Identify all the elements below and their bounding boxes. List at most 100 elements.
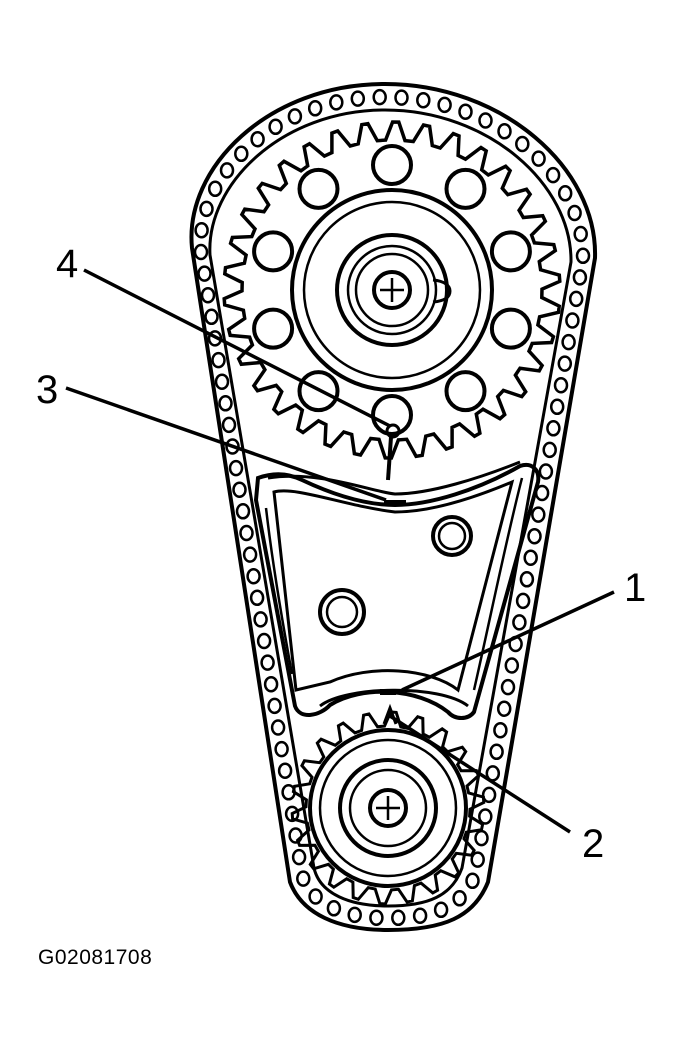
chain-link-pin [519,571,535,588]
chain-link-pin [218,395,233,412]
callout-label-3: 3 [36,368,59,412]
chain-link-pin [412,907,428,924]
callout-label-4: 4 [56,242,79,286]
camshaft-sprocket-holes [252,144,532,436]
leader-line-4 [83,268,391,428]
chain-outer-outline [189,81,598,933]
chain-link-pin [545,166,561,184]
chain-link-pin [575,247,591,265]
chain-link-pin [515,135,530,153]
chain-guide-top-rail [267,460,521,496]
chain-link-pin [221,416,237,434]
chain-link-pin [225,438,240,455]
chain-link-pin [246,567,261,585]
chain-link-pin [193,243,209,261]
chain-link-pin [214,373,230,390]
chain-guide-inner [272,479,515,693]
sprocket-hole [371,394,413,436]
chain-link-pin [474,829,489,847]
chain-link-pin [347,906,362,924]
camshaft-timing-dot [385,423,401,439]
chain-link-pin [465,872,480,890]
chain-link-pin [194,221,209,239]
sprocket-hole [444,370,487,413]
chain-link-pin [291,848,307,866]
chain-link-pin [232,481,247,498]
chain-link-pin [496,700,512,717]
guide-timing-mark [384,500,406,506]
camshaft-bolt-ring [346,244,438,336]
chain-link-pin [267,697,282,715]
camshaft-bolt-center-mark [380,278,404,302]
chain-link-pin [350,90,366,107]
camshaft-sprocket-teeth [222,120,562,460]
leader-line-1 [401,590,615,692]
camshaft-hub-ring [302,200,482,380]
sprocket-hole [297,167,340,210]
chain-link-pin [497,123,512,140]
chain-link-pin [369,909,384,926]
crankshaft-sprocket-teeth [290,710,486,906]
chain-link-pin [493,721,508,739]
chain-link-pin [433,901,449,919]
chain-guide [253,460,541,720]
chain-link-pin [553,376,569,394]
chain-link-pin [329,94,344,111]
chain-link-pin [478,808,493,825]
chain-link-pin [204,308,219,326]
chain-link-pin [437,96,452,114]
chain-link-pin [557,355,573,372]
leader-line-2 [389,714,571,834]
crankshaft-flange [338,758,438,858]
chain-link-pin [307,100,323,117]
sprocket-hole [252,230,295,273]
chain-link-pin [538,463,554,480]
timing-chain [189,81,598,933]
chain-link-pin [500,678,516,696]
chain-link-pin [561,333,576,351]
chain-link-pin [211,351,226,369]
camshaft-bolt-flange [335,233,449,347]
camshaft-bolt-head [372,270,412,310]
figure-id: G02081708 [38,946,153,969]
chain-link-pin [200,286,216,304]
guide-bolt-upper-inner [437,521,467,551]
chain-link-pin [565,312,580,329]
sprocket-hole [252,307,295,350]
chain-link-pin [296,870,311,887]
chain-link-pin [287,108,303,125]
chain-link-pin [452,890,467,907]
chain-link-pin [542,441,557,459]
guide-slot-right [472,477,524,691]
camshaft-hub-outer [290,188,494,392]
chain-link-pin [197,265,212,282]
crankshaft-bolt-head [368,788,408,828]
chain-link-pin [573,225,588,243]
chain-link-pin [416,91,431,109]
sprocket-hole [489,230,532,273]
chain-link-pin [549,398,565,416]
chain-link-pin [391,909,406,927]
chain-link-pin [326,900,342,917]
sprocket-hole [489,307,532,350]
chain-inner-outline [208,108,573,908]
chain-link-pin [458,103,473,120]
chain-link-pin [527,527,542,545]
chain-link-pin [242,546,258,563]
camshaft-sprocket [222,120,562,481]
crankshaft-hub-ring [318,738,458,878]
chain-link-pin [239,524,254,542]
camshaft-keyway [432,278,452,304]
leader-line-3 [65,386,387,502]
chain-link-pin [546,420,561,437]
callout-label-2: 2 [582,822,605,866]
leader-lines [65,268,615,834]
chain-link-pin [372,88,387,106]
chain-link-pin [199,200,214,218]
guide-slot-left [264,507,294,675]
chain-link-pin [557,185,573,202]
crankshaft-hub-outer [308,728,468,888]
guide-bolt-lower-inner [325,595,359,629]
chain-link-pin [531,150,546,167]
chain-guide-outline [253,463,541,720]
